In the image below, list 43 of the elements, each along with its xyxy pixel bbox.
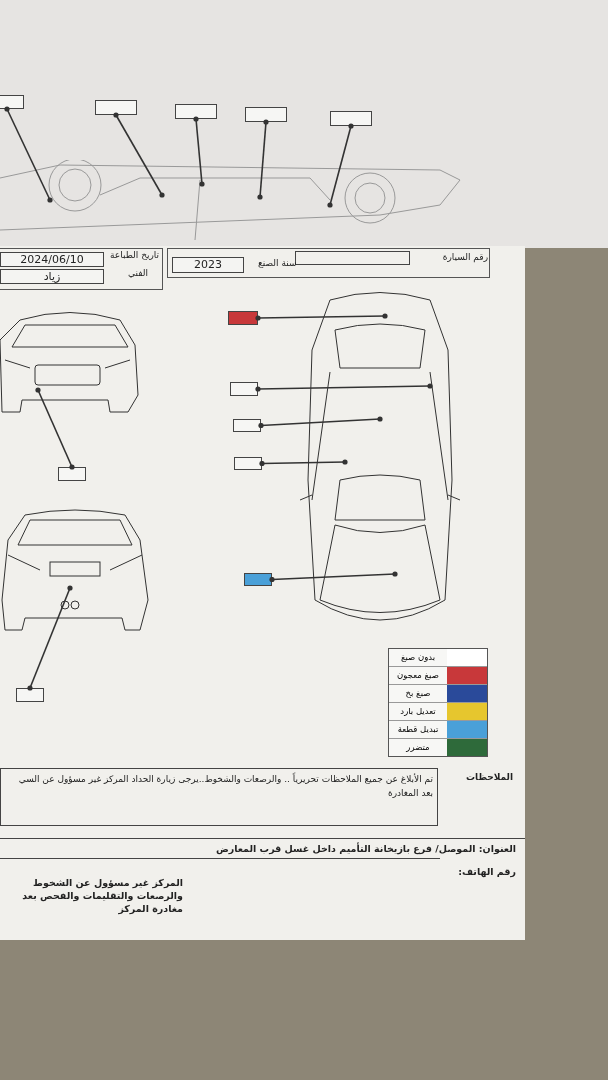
leader-line (327, 123, 354, 208)
leader-line (255, 313, 388, 321)
leader-line (255, 383, 433, 392)
marking-box (58, 467, 86, 481)
marking-box (228, 311, 258, 325)
leader-line (113, 112, 165, 198)
legend-label: تبديل قطعة (396, 723, 440, 736)
legend-label: صبغ معجون (396, 669, 440, 682)
field-label: الفني (128, 268, 148, 278)
marking-box (233, 419, 261, 432)
field-label: تاريخ الطباعة (110, 250, 160, 260)
marking-box (244, 573, 272, 586)
phone-label: رقم الهاتف: (458, 866, 516, 877)
legend-label: بدون صبغ (399, 651, 437, 664)
leader-line (4, 106, 53, 203)
marking-box (175, 104, 217, 119)
marking-box (230, 382, 258, 396)
disclaimer-text: المركز غير مسؤول عن الشخوط والرصعات والتقليمات والفحص بعد مغادرة المركز (21, 876, 183, 915)
marking-box (245, 107, 287, 122)
field-value: 2024/06/10 (0, 252, 104, 267)
marking-box (234, 457, 262, 470)
leader-line (193, 116, 205, 187)
marking-box (16, 688, 44, 702)
field-label: سنة الصنع (258, 258, 297, 268)
marking-box (95, 100, 137, 115)
legend-label: صبغ بخ (404, 687, 432, 700)
marking-box (330, 111, 372, 126)
legend-label: متضرر (405, 741, 431, 754)
field-label: رقم السيارة (442, 252, 488, 262)
legend-label: تعديل بارد (399, 705, 437, 718)
leader-line (259, 459, 348, 467)
notes-text: تم الأبلاغ عن جميع الملاحظات تحريرياً .. والرصعات والشخوط..يرجى زيارة الحداد المركز غير مسؤول عن السي بعد المغادرة (0, 768, 438, 826)
field-value: زياد (0, 269, 104, 284)
leader-line (269, 571, 398, 583)
field-value: 2023 (172, 257, 244, 273)
section-label: الملاحظات (466, 772, 513, 782)
leader-line (258, 416, 383, 429)
leader-line (257, 119, 269, 200)
address-text: العنوان: الموصل/ فرع بازيخانة التأميم داخل غسل قرب المعارض (215, 843, 516, 854)
marking-box (0, 95, 24, 109)
leader-line (35, 387, 75, 470)
leader-line (27, 585, 73, 691)
car-side-drawing (0, 160, 462, 242)
